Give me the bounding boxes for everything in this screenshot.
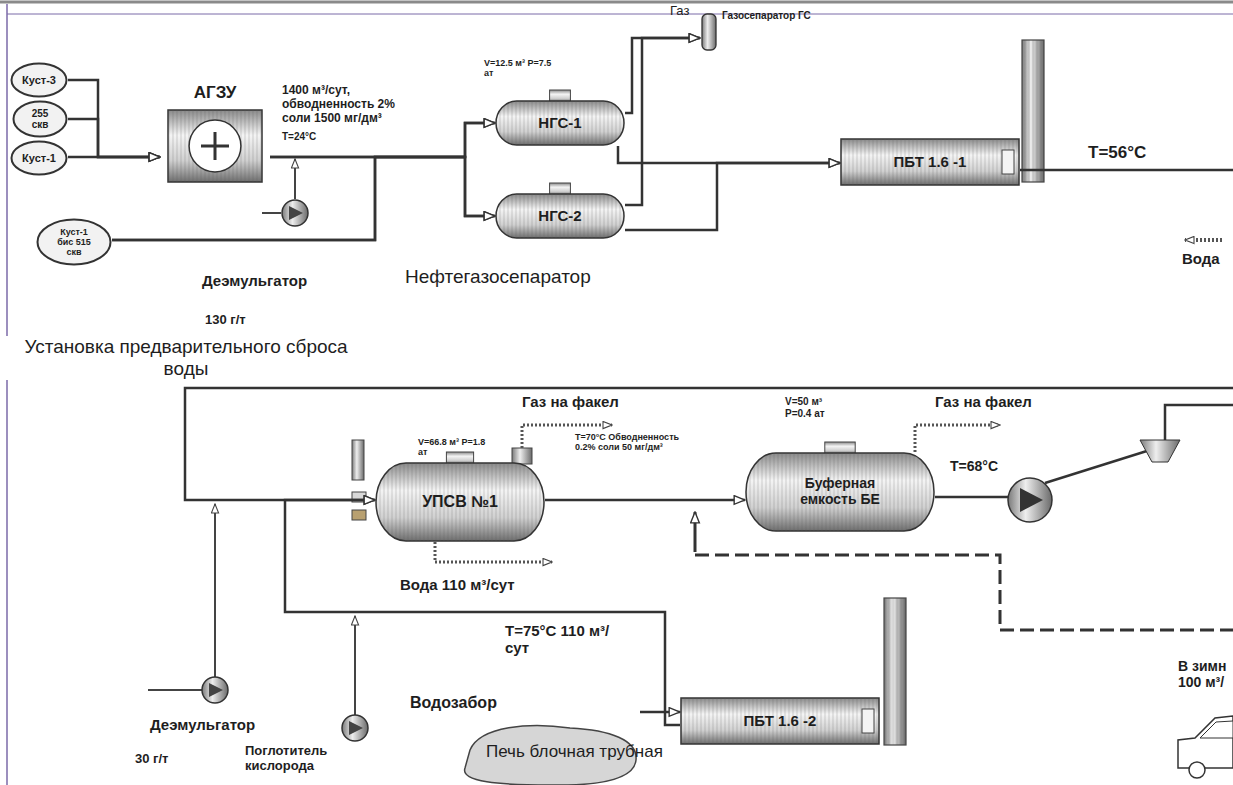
text-wrap: ПБТ 1.6 -2 <box>680 697 880 745</box>
node-label: ПБТ 1.6 -1 <box>894 154 967 171</box>
reagent-label: Деэмульгатор <box>150 716 255 733</box>
separator-vessel: НГС-1 <box>495 100 625 146</box>
well-cluster: Куст-1 бис 515 скв <box>36 218 112 266</box>
node-label: УПСВ №1 <box>422 493 498 511</box>
pipe-connector <box>545 499 745 502</box>
stream-label: Газ на факел <box>935 393 1032 410</box>
pipe-connector <box>68 119 160 157</box>
pipe-connector <box>68 156 160 159</box>
metering-unit: АГЗУ <box>160 80 270 184</box>
pipe-connector <box>68 80 160 157</box>
dosage-note: 130 г/т <box>205 313 246 328</box>
text-wrap: 255 скв <box>12 100 68 138</box>
text-wrap: Куст-1 бис 515 скв <box>36 218 112 266</box>
node-label: ПБТ 1.6 -2 <box>744 713 817 730</box>
text-wrap: НГС-2 <box>495 193 625 239</box>
well-cluster: 255 скв <box>12 100 68 138</box>
well-cluster: Куст-1 <box>10 140 68 176</box>
vessel-parameters: V=66.8 м³ P=1.8 ат <box>418 437 492 458</box>
flow-note: 1400 м³/сут, обводненность 2% соли 1500 … <box>282 84 410 125</box>
stream-label: Газ на факел <box>522 393 619 410</box>
annotation: Установка предварительного сброса воды <box>0 336 372 380</box>
node-label: АГЗУ <box>194 83 237 102</box>
pipe-connector <box>625 163 840 230</box>
node-label: Куст-3 <box>22 74 56 86</box>
text-wrap: НГС-1 <box>495 100 625 146</box>
pipe-connector <box>625 38 700 113</box>
pipe-connector <box>625 38 700 205</box>
text-wrap: Буферная емкость БЕ <box>745 452 935 532</box>
vessel-parameters: V=12.5 м³ P=7.5 ат <box>484 58 556 79</box>
pipe-connector <box>270 157 495 216</box>
node-label: Газосепаратор ГС <box>722 10 811 21</box>
node-label: НГС-2 <box>538 208 581 225</box>
temperature-note: T=24°C <box>282 131 316 143</box>
node-label: Буферная емкость БЕ <box>775 476 905 507</box>
node-label: Куст-1 бис 515 скв <box>51 227 97 257</box>
reagent-label: Поглотитель кислорода <box>245 744 340 774</box>
buffer-tank: Буферная емкость БЕ <box>745 452 935 532</box>
text-wrap: Водозабор <box>410 694 497 712</box>
text-wrap: Газосепаратор ГС <box>722 10 811 21</box>
pipe-connector <box>185 170 1233 500</box>
annotation: Печь блочная трубная <box>486 742 663 762</box>
reagent-label: Деэмульгатор <box>202 272 307 289</box>
node-label: НГС-1 <box>538 115 581 132</box>
node-label: Водозабор <box>410 694 497 712</box>
vessel-parameters: V=50 м³ P=0.4 ат <box>785 396 849 419</box>
node-label: 255 скв <box>23 108 57 130</box>
tube-furnace: ПБТ 1.6 -1 <box>840 138 1020 186</box>
separator-vessel: НГС-2 <box>495 193 625 239</box>
temperature-note: T=56°C <box>1088 143 1146 163</box>
note: В зимн 100 м³/ <box>1178 658 1232 690</box>
text-wrap: УПСВ №1 <box>375 462 545 542</box>
temperature-note: T=68°C <box>950 458 998 474</box>
stream-label: Вода 110 м³/сут <box>400 576 515 593</box>
tube-furnace: ПБТ 1.6 -2 <box>680 697 880 745</box>
well-cluster: Куст-3 <box>10 62 68 98</box>
stream-label: Вода <box>1182 250 1220 267</box>
pipe-connector <box>640 711 680 714</box>
water-intake: Водозабор <box>410 690 640 785</box>
water-separation-vessel: УПСВ №1 <box>375 462 545 542</box>
text-wrap: Куст-3 <box>10 62 68 98</box>
text-wrap: АГЗУ <box>160 80 270 106</box>
text-wrap: Куст-1 <box>10 140 68 176</box>
flow-note: T=75°C 110 м³/сут <box>505 622 630 657</box>
flow-note: T=70°C Обводненность 0.2% соли 50 мг/дм³ <box>575 432 687 453</box>
dosage-note: 30 г/т <box>135 752 168 767</box>
annotation: Нефтегазосепаратор <box>405 266 591 288</box>
pipe-connector <box>618 146 840 163</box>
pipe-connector <box>270 123 495 157</box>
text-wrap: ПБТ 1.6 -1 <box>840 138 1020 186</box>
stream-label: Газ <box>670 4 689 19</box>
gas-separator: Газосепаратор ГС <box>700 8 875 52</box>
node-label: Куст-1 <box>22 152 56 164</box>
